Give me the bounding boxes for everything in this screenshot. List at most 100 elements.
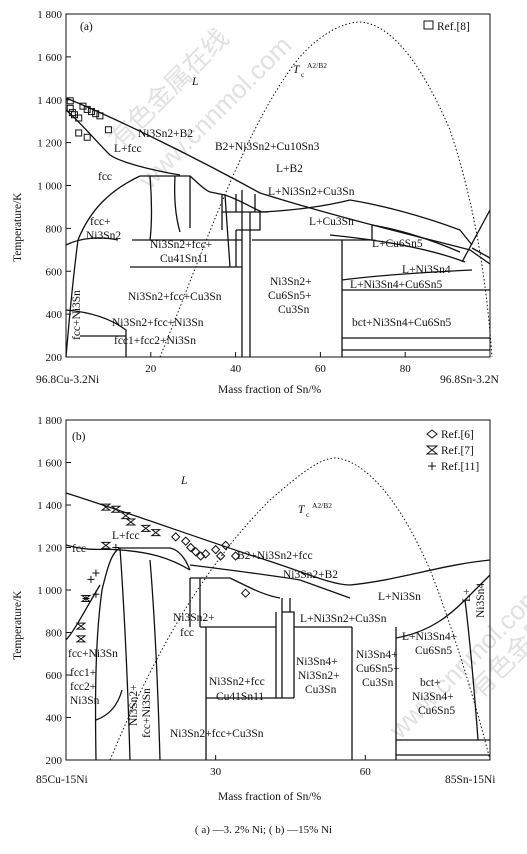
y-tick-label: 1 400 [37, 500, 62, 512]
label-Tc-b: T [298, 504, 306, 516]
y-tick-label: 400 [46, 713, 63, 725]
panel-label-b: (b) [72, 431, 86, 443]
label-Cu41Sn11-a: Cu41Sn11 [160, 253, 208, 265]
ref6-point [230, 551, 241, 561]
label-B2Ni3Sn2Cu10Sn3-a: B2+Ni3Sn2+Cu10Sn3 [215, 141, 320, 153]
ref6-point [185, 542, 196, 553]
ref8-point [104, 126, 112, 134]
label-Cu3Sn-b: Cu3Sn [305, 684, 337, 696]
label-Ni3Sn2fccNi3Sn-a: Ni3Sn2+fcc+Ni3Sn [112, 317, 204, 329]
ref11-point [112, 544, 120, 551]
phase-labels-a: L T c A2/B2 L+fcc fcc Ni3Sn2+B2 B2+Ni3Sn… [71, 61, 451, 347]
label-LNi3Sn4Cu6Sn5-a: L+Ni3Sn4+Cu6Sn5 [350, 279, 442, 291]
label-fcc1-b: fcc1+ [70, 667, 96, 679]
ref7-point [125, 518, 137, 526]
x-tick-label: 60 [315, 363, 327, 375]
ref7-point [75, 622, 87, 630]
liquidus-b [65, 492, 491, 586]
ref6-point [220, 540, 231, 551]
label-Cu3Sn-a: Cu3Sn [278, 304, 310, 316]
label-Ni3Sn2fccCu3Sn-a: Ni3Sn2+fcc+Cu3Sn [128, 291, 222, 303]
label-Lfcc-a: L+fcc [114, 143, 142, 155]
ref8-point [66, 97, 74, 105]
y-tick-label: 800 [46, 628, 63, 640]
ref11-point [82, 595, 90, 602]
label-Ni3Sn2plus-b: Ni3Sn2+ [173, 612, 215, 624]
x-right-end-a: 96.8Sn-3.2N [440, 374, 499, 386]
label-Ni3Sn2fcc-a: Ni3Sn2+fcc+ [150, 239, 212, 251]
ref6-point [195, 551, 206, 561]
y-tick-label: 1 600 [37, 52, 62, 64]
legend-hourglass-marker [425, 445, 439, 455]
x-tick-label: 80 [400, 363, 412, 375]
phase-boundaries-b [65, 492, 491, 761]
label-Ni3Sn2fcc-b: Ni3Sn2+fcc [209, 676, 265, 688]
label-LNi3Sn4-a: L+Ni3Sn4 [402, 264, 451, 276]
label-Ni3Sn2fccCu3Sn-b: Ni3Sn2+fcc+Cu3Sn [170, 728, 264, 740]
y-tick-label: 400 [46, 309, 63, 321]
label-fcc2-b: fcc [180, 627, 194, 639]
label-Tc-sub-a: c [301, 70, 305, 79]
y-tick-label: 1 000 [37, 585, 62, 597]
ref8-point [92, 110, 100, 118]
label-Ni3Sn2plus2-b: Ni3Sn2+ [298, 670, 340, 682]
x-axis-label-b: Mass fraction of Sn/% [218, 791, 322, 803]
legend-ref8: Ref.[8] [437, 21, 470, 33]
ref6-point [215, 551, 226, 561]
label-L-b: L [180, 475, 187, 487]
phase-labels-b: L T c A2/B2 L+fcc fcc B2+Ni3Sn2+fcc Ni3S… [68, 475, 487, 740]
panel-label-a: (a) [80, 21, 93, 33]
ref7-point [100, 503, 112, 511]
label-LB2-a: L+B2 [276, 163, 303, 175]
solidus-fcc-a [65, 109, 181, 176]
label-fcc1fcc2Ni3Sn-a: fcc1+fcc2+Ni3Sn [114, 335, 196, 347]
ref8-point [75, 129, 83, 137]
y-tick-label: 1 200 [37, 138, 62, 150]
label-LNi3Sn2Cu3Sn-b: L+Ni3Sn2+Cu3Sn [300, 613, 387, 625]
label-LCu6Sn5-a: L+Cu6Sn5 [372, 238, 423, 250]
ref11-point [87, 575, 95, 583]
label-fcc-b: fcc [72, 543, 86, 555]
y-tick-label: 1 600 [37, 458, 62, 470]
x-left-end-a: 96.8Cu-3.2Ni [36, 374, 99, 386]
label-Ni3Sn2-a: Ni3Sn2 [86, 230, 121, 242]
label-Cu6Sn5b-b: Cu6Sn5 [418, 705, 455, 717]
y-axis-label-b: Temperature/K [12, 590, 24, 660]
ref8-point [75, 114, 83, 122]
x-right-end-b: 85Sn-15Ni [445, 774, 495, 786]
legend-plus-marker [428, 462, 436, 470]
label-fcc-a: fcc [98, 171, 112, 183]
ref6-point [210, 544, 221, 555]
ref7-point [75, 635, 87, 643]
label-fccplus-a: fcc+ [90, 216, 111, 228]
ref8-points-a [66, 97, 112, 141]
y-axis-label-a: Temperature/K [12, 192, 24, 262]
legend-ref7: Ref.[7] [441, 445, 474, 457]
ref8-point [83, 105, 91, 113]
ref6-point [181, 536, 191, 546]
label-L-a: L [191, 76, 198, 88]
label-B2Ni3Sn2fcc-b: B2+Ni3Sn2+fcc [237, 550, 313, 562]
ref8-point [96, 112, 104, 120]
y-tick-label: 1 800 [37, 415, 62, 427]
tc-curve-a [159, 21, 493, 358]
ref-points-b [75, 503, 251, 643]
label-Ni3Sn2B2-b: Ni3Sn2+B2 [283, 569, 338, 581]
label-Ni3Sn2plus-vert-b: Ni3Sn2+ [128, 684, 140, 726]
label-Ni3Sn-b: Ni3Sn [70, 695, 100, 707]
b2-line-a [209, 191, 473, 246]
tc-curve-b [109, 457, 491, 761]
ref7-point [120, 512, 132, 520]
figure-caption: ( a) —3. 2% Ni; ( b) —15% Ni [194, 824, 333, 836]
x-tick-label: 40 [230, 363, 242, 375]
y-tick-label: 1 000 [37, 181, 62, 193]
label-bctplus-b: bct+ [420, 677, 441, 689]
ref7-point [80, 595, 92, 602]
ref7-point [100, 541, 112, 549]
ref6-point [240, 588, 251, 598]
